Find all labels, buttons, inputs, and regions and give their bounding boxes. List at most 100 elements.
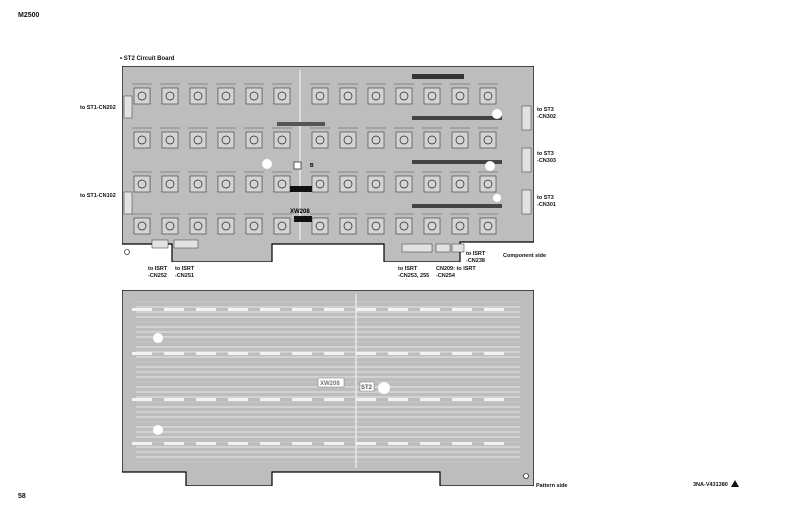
switch-ring <box>315 221 325 231</box>
switch-ring <box>249 179 259 189</box>
switch-ring <box>399 179 409 189</box>
switch-ring <box>315 91 325 101</box>
pad-group <box>164 398 184 401</box>
switch-footprint <box>423 131 441 149</box>
switch-footprint <box>367 175 385 193</box>
label-line: to ISRT <box>466 251 486 257</box>
switch-footprint <box>339 87 357 105</box>
label-line: -CN302 <box>537 113 556 120</box>
label-line: -CN303 <box>537 157 556 164</box>
mounting-hole <box>378 382 390 394</box>
label-line: -CN301 <box>537 201 556 208</box>
label-to-st3-cn303: to ST3 -CN303 <box>537 151 556 164</box>
component-grid <box>132 83 502 235</box>
switch-footprint <box>133 217 151 235</box>
switch-footprint <box>189 175 207 193</box>
pad-group <box>164 308 184 311</box>
label-line: to ISRT <box>148 266 168 272</box>
switch-ring <box>427 179 437 189</box>
corner-hole <box>124 249 130 255</box>
pad-group <box>132 398 152 401</box>
connector-cn253 <box>401 243 433 253</box>
doc-code-text: 3NA-V431380 <box>693 482 728 488</box>
pad-group <box>388 398 408 401</box>
switch-footprint <box>451 131 469 149</box>
mark-st2-box <box>359 381 375 392</box>
connector-cn251 <box>173 239 199 249</box>
pad-group <box>452 352 472 355</box>
switch-ring <box>277 91 287 101</box>
jumper-block <box>294 216 312 222</box>
switch-footprint <box>367 217 385 235</box>
pad-group <box>420 352 440 355</box>
switch-ring <box>165 179 175 189</box>
pad-group <box>484 308 504 311</box>
switch-ring <box>315 179 325 189</box>
switch-ring <box>427 135 437 145</box>
connector-cn252 <box>151 239 169 249</box>
switch-ring <box>427 91 437 101</box>
pad-group <box>292 442 312 445</box>
switch-ring <box>371 135 381 145</box>
switch-footprint <box>367 87 385 105</box>
switch-footprint <box>217 217 235 235</box>
label-line: -CN254 <box>436 272 455 279</box>
component-row-strip <box>412 116 502 120</box>
switch-ring <box>249 91 259 101</box>
pad-group <box>164 352 184 355</box>
switch-ring <box>371 91 381 101</box>
switch-ring <box>371 221 381 231</box>
switch-ring <box>483 221 493 231</box>
switch-footprint <box>273 175 291 193</box>
mark-st2: ST2 <box>361 385 373 391</box>
pad-group <box>484 398 504 401</box>
switch-ring <box>455 135 465 145</box>
switch-ring <box>165 91 175 101</box>
switch-footprint <box>479 175 497 193</box>
switch-ring <box>137 179 147 189</box>
switch-footprint <box>339 175 357 193</box>
pad-group <box>292 398 312 401</box>
pad-group <box>484 442 504 445</box>
pattern-side-caption: Pattern side <box>536 483 568 489</box>
pad-group <box>324 308 344 311</box>
pad-group <box>388 352 408 355</box>
switch-ring <box>193 91 203 101</box>
pattern-side-drawing: XW208 ST2 <box>121 289 535 487</box>
switch-footprint <box>161 217 179 235</box>
switch-ring <box>137 221 147 231</box>
pad-group <box>388 442 408 445</box>
warning-triangle-icon <box>730 480 739 487</box>
pad-group <box>228 352 248 355</box>
pad-group <box>356 308 376 311</box>
switch-footprint <box>217 175 235 193</box>
mounting-hole <box>485 161 495 171</box>
label-to-isrt-cn252: to ISRT -CN252 <box>148 266 167 279</box>
switch-footprint <box>423 217 441 235</box>
jumper-block <box>290 186 312 192</box>
switch-ring <box>277 179 287 189</box>
switch-footprint <box>273 131 291 149</box>
pad-group <box>228 308 248 311</box>
switch-footprint <box>395 217 413 235</box>
switch-footprint <box>423 87 441 105</box>
label-to-isrt-cn253-255: to ISRT -CN253, 255 <box>398 266 429 279</box>
component-row-strip <box>412 204 502 208</box>
component-side-caption: Component side <box>503 253 547 259</box>
pad-group <box>132 442 152 445</box>
pad-group <box>356 352 376 355</box>
switch-footprint <box>367 131 385 149</box>
pad-group <box>260 442 280 445</box>
switch-footprint <box>395 131 413 149</box>
switch-footprint <box>423 175 441 193</box>
switch-ring <box>277 135 287 145</box>
pad-group <box>292 308 312 311</box>
label-cn209-to-isrt-cn254: CN209: to ISRT -CN254 <box>436 266 476 279</box>
switch-ring <box>221 91 231 101</box>
switch-footprint <box>451 175 469 193</box>
connector-cn254 <box>435 243 451 253</box>
switch-ring <box>343 91 353 101</box>
label-line: to ST3 <box>537 107 554 113</box>
switch-ring <box>315 135 325 145</box>
switch-ring <box>137 135 147 145</box>
